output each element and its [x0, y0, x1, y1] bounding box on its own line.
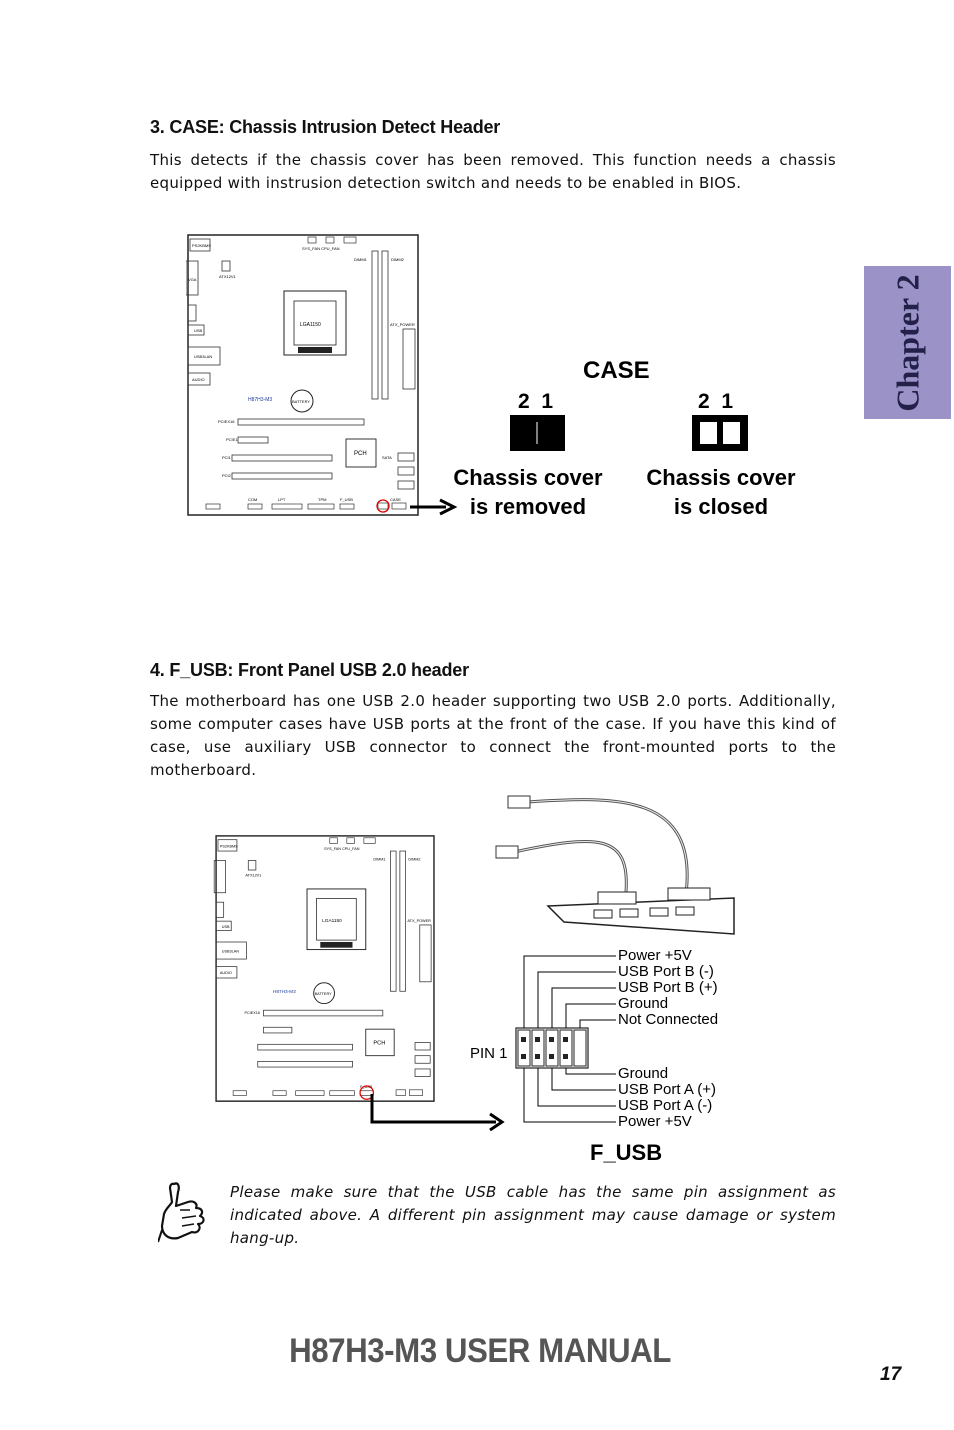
label-dimm2-2: DIMM2 — [408, 858, 420, 862]
chapter-tab-label: Chapter 2 — [889, 273, 925, 412]
label-battery-2: BATTERY — [315, 992, 333, 996]
label-battery: BATTERY — [292, 399, 310, 404]
label-usblan-2: USB3LAN — [222, 949, 239, 953]
label-fans: SYS_FAN CPU_FAN — [302, 246, 340, 251]
section4-heading: 4. F_USB: Front Panel USB 2.0 header — [150, 660, 469, 680]
pin-label-bottom-1: Ground — [618, 1065, 668, 1082]
pin-label-top-3: USB Port B (+) — [618, 979, 718, 996]
pin-label-top-1: Power +5V — [618, 947, 692, 964]
label-audio: AUDIO — [192, 377, 205, 382]
pin-label-top-2: USB Port B (-) — [618, 963, 714, 980]
pin-label-top-4: Ground — [618, 995, 668, 1012]
label-atx12v-2: ATX12V1 — [245, 874, 261, 878]
page-number: 17 — [880, 1364, 902, 1385]
pin-label-bottom-3: USB Port A (-) — [618, 1097, 712, 1114]
label-pch-2: PCH — [373, 1040, 385, 1046]
fusb-title: F_USB — [590, 1140, 662, 1165]
footer-title: H87H3-M3 USER MANUAL — [289, 1332, 671, 1370]
label-socket: LGA1150 — [300, 322, 321, 328]
caption-closed-line1: Chassis cover — [646, 465, 796, 490]
fusb-header — [515, 1027, 589, 1069]
caption-closed-line2: is closed — [674, 494, 768, 519]
label-pcie16: PCIEX16 — [218, 419, 235, 424]
pointing-hand-icon — [158, 1182, 205, 1243]
section3-heading: 3. CASE: Chassis Intrusion Detect Header — [150, 117, 501, 137]
label-usb: USB — [194, 328, 203, 333]
label-dimm1: DIMM1 — [354, 257, 368, 262]
label-dimm1-2: DIMM1 — [373, 858, 385, 862]
pin1-label: PIN 1 — [470, 1045, 508, 1062]
label-fans-2: SYS_FAN CPU_FAN — [324, 847, 360, 851]
pin-label-bottom-2: USB Port A (+) — [618, 1081, 716, 1098]
caption-removed-line1: Chassis cover — [453, 465, 603, 490]
caption-removed-line2: is removed — [470, 494, 586, 519]
label-usblan: USB3LAN — [194, 354, 212, 359]
label-ps2: PS2KBMS — [192, 243, 211, 248]
label-atx12v: ATX12V1 — [219, 274, 237, 279]
pin-label-bottom-4: Power +5V — [618, 1113, 692, 1130]
note-text: Please make sure that the USB cable has … — [230, 1183, 836, 1247]
label-pcie16-2: PCIEX16 — [245, 1011, 261, 1015]
usb-cable-connector-2 — [495, 845, 519, 859]
motherboard-diagram-case: PS2KBMS ATX12V1 VGA USB USB3LAN AUDIO SY… — [186, 234, 419, 516]
section3-body: This detects if the chassis cover has be… — [150, 151, 836, 192]
label-com: COM — [248, 497, 257, 502]
case-pins-right: 2 1 — [698, 390, 733, 413]
motherboard-diagram-fusb: PS2KBMS ATX12V1 USB USB3LAN AUDIO SYS_FA… — [213, 835, 435, 1102]
label-pci1: PCI1 — [222, 455, 232, 460]
fusb-header-highlight — [359, 1085, 374, 1100]
label-dimm2: DIMM2 — [391, 257, 405, 262]
label-atx-power-2: ATX_POWER — [407, 919, 431, 923]
label-sata: SATA — [382, 455, 392, 460]
case-header-highlight — [376, 499, 390, 513]
chapter-tab: Chapter 2 — [864, 266, 951, 419]
label-fusb-2: F_USB — [360, 1085, 373, 1089]
usb-cable-connector-1 — [507, 795, 531, 809]
label-pcie1: PCIE1 — [226, 437, 238, 442]
section4-body: The motherboard has one USB 2.0 header s… — [150, 692, 836, 779]
case-title: CASE — [583, 357, 650, 384]
fusb-pin-diagram: Power +5V USB Port B (-) USB Port B (+) … — [370, 795, 735, 1165]
label-pch: PCH — [354, 451, 367, 457]
case-pin-diagram: CASE 2 1 2 1 Chassis cover is removed Ch… — [410, 357, 796, 519]
label-pci2: PCI2 — [222, 473, 232, 478]
label-audio-2: AUDIO — [220, 971, 232, 975]
label-vga: VGA — [188, 277, 197, 282]
label-model-2: H87H3-M3 — [273, 989, 296, 995]
usb-bracket — [546, 897, 735, 935]
label-case: CASE — [390, 497, 401, 502]
label-atx-power: ATX_POWER — [390, 322, 415, 327]
label-socket-2: LGA1150 — [322, 918, 342, 924]
case-pins-left: 2 1 — [518, 390, 553, 413]
label-lpt: LPT — [278, 497, 286, 502]
label-ps2-2: PS2KBMS — [220, 844, 238, 848]
label-model: H87H3-M3 — [248, 397, 272, 403]
label-usb-2: USB — [222, 925, 230, 929]
label-tpm: TPM — [318, 497, 326, 502]
pin-label-top-5: Not Connected — [618, 1011, 718, 1028]
label-fusb: F_USB — [340, 497, 353, 502]
